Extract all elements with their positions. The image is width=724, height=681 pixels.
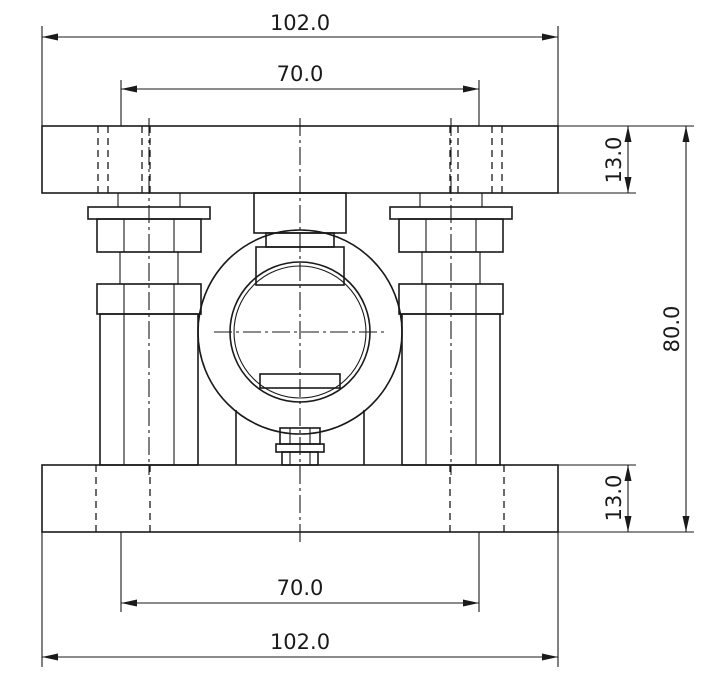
dimension-bottom-plate-thickness: 13.0: [558, 464, 694, 533]
dimension-top-bolt-spacing-label: 70.0: [277, 62, 324, 86]
dimension-bottom-bolt-spacing: 70.0: [120, 532, 480, 612]
dimension-bottom-plate-thickness-label: 13.0: [602, 475, 626, 522]
dimension-overall-height: 80.0: [660, 126, 690, 532]
dimension-overall-height-label: 80.0: [660, 306, 684, 353]
dimension-bottom-bolt-spacing-label: 70.0: [277, 576, 324, 600]
dimension-top-width: 102.0: [41, 11, 559, 126]
dimension-top-plate-thickness: 13.0: [558, 125, 694, 194]
dimension-top-width-label: 102.0: [270, 11, 330, 35]
dimension-top-plate-thickness-label: 13.0: [602, 137, 626, 184]
center-lines: [148, 118, 452, 545]
dimension-top-bolt-spacing: 70.0: [120, 62, 480, 126]
dimension-bottom-width: 102.0: [41, 532, 559, 667]
dimension-bottom-width-label: 102.0: [270, 630, 330, 654]
